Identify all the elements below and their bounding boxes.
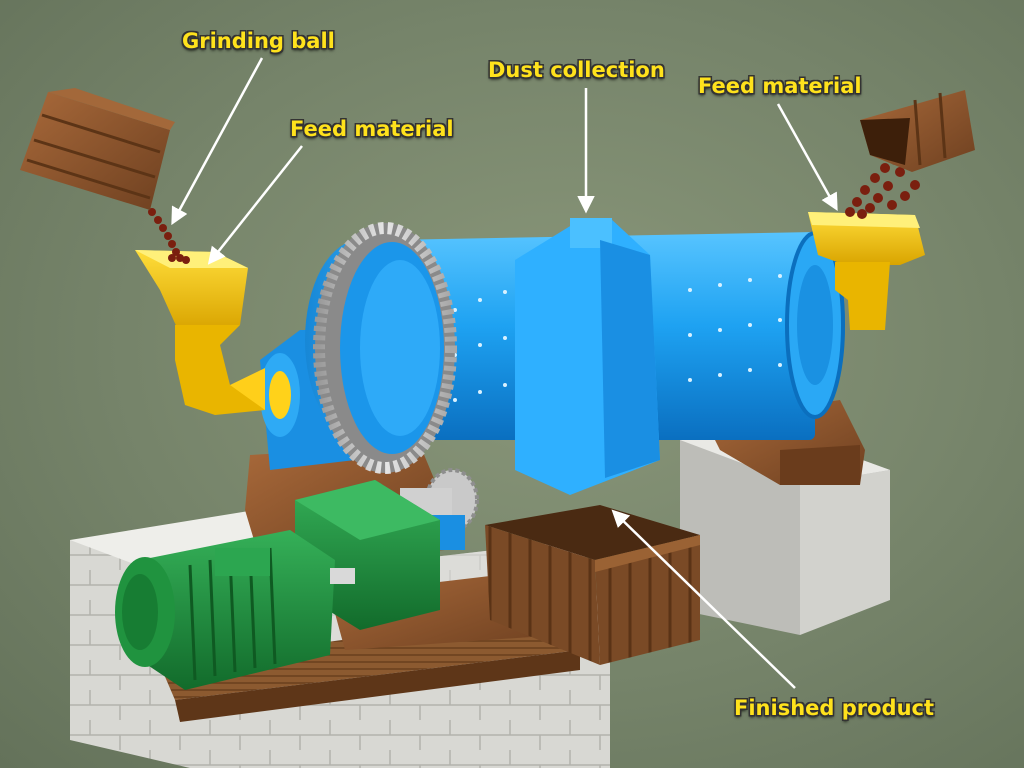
finished-product-crate	[485, 505, 700, 665]
mill-cylinder-shell	[390, 218, 845, 495]
callout-arrows	[171, 57, 838, 689]
label-dust-collection: Dust collection	[488, 58, 665, 82]
label-grinding-ball: Grinding ball	[182, 29, 335, 53]
girth-gear	[313, 222, 457, 474]
right-feed-hopper	[808, 212, 925, 330]
electric-motor-icon	[115, 530, 355, 690]
grinding-ball-stream	[148, 208, 190, 264]
label-finished-product: Finished product	[734, 696, 935, 720]
left-feed-hopper	[135, 250, 265, 415]
label-feed-material-left: Feed material	[290, 117, 454, 141]
wooden-crate-icon	[860, 90, 975, 172]
label-feed-material-right: Feed material	[698, 74, 862, 98]
wooden-crate-icon	[20, 88, 175, 210]
